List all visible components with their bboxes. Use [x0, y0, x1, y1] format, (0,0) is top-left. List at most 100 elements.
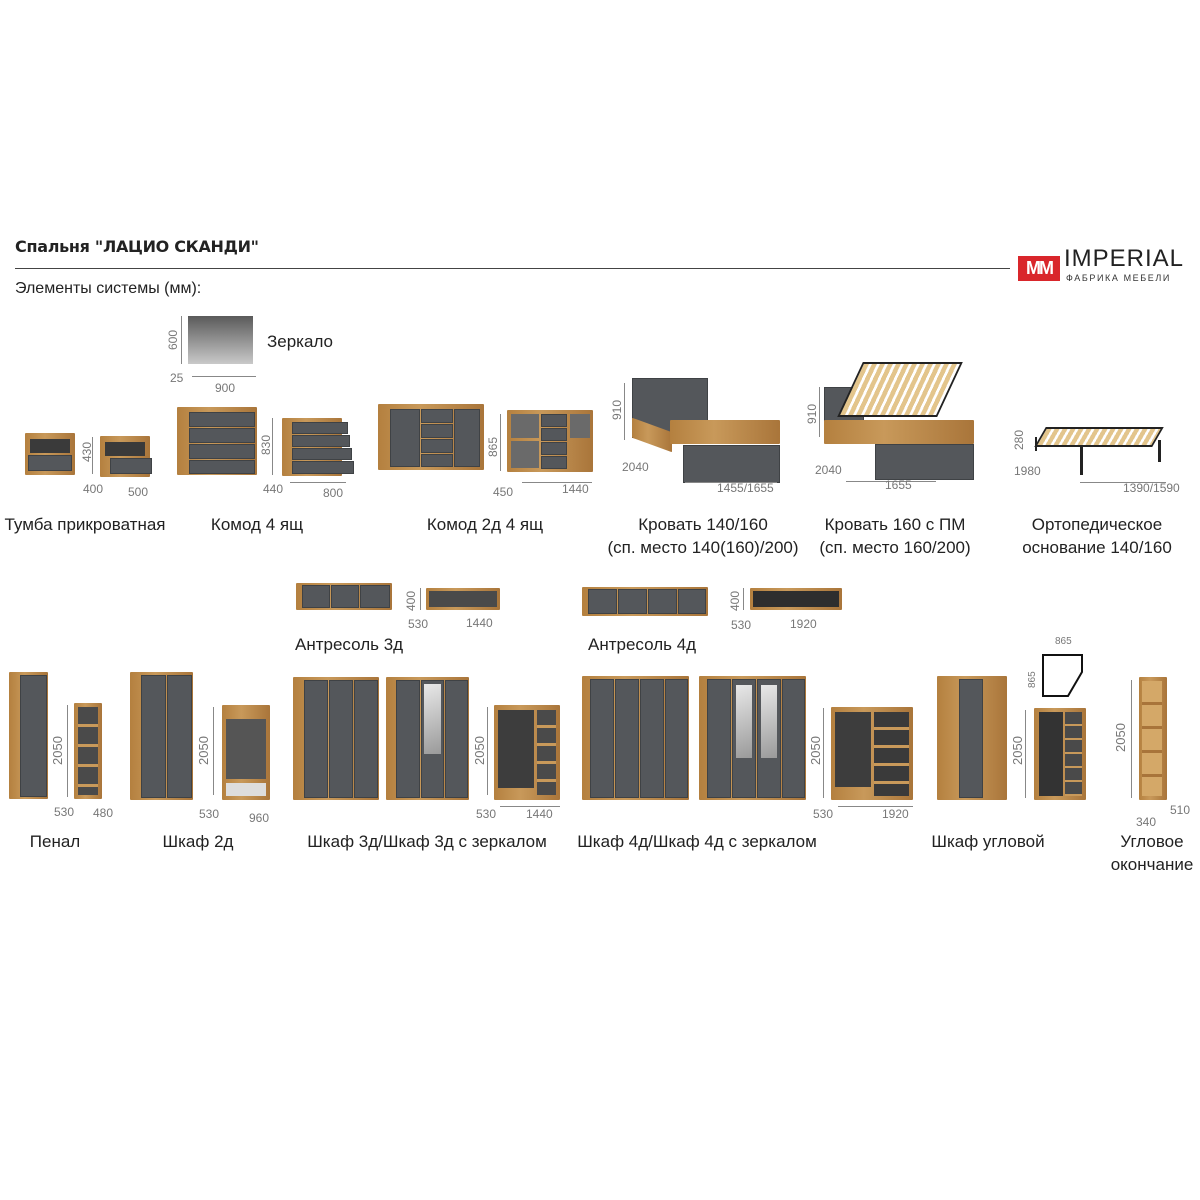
dim-width: 1920 — [790, 617, 817, 631]
dim-height: 910 — [805, 403, 819, 424]
dim-depth: 440 — [263, 482, 284, 496]
dim-width: 480 — [93, 806, 114, 820]
penal-image — [9, 672, 48, 799]
dim-height: 2050 — [50, 736, 65, 765]
wardrobe-open-image — [831, 707, 913, 800]
item-label: Пенал — [29, 832, 81, 851]
corner-end-image — [1139, 677, 1167, 800]
item-label: Комод 4 ящ — [210, 515, 304, 534]
dim-width: 1440 — [526, 807, 553, 821]
dim-depth: 1980 — [1014, 464, 1041, 478]
item-label: Комод 2д 4 ящ — [426, 515, 544, 534]
bed-footboard — [683, 445, 780, 483]
dim-height: 2050 — [472, 736, 487, 765]
dim-height: 400 — [404, 590, 418, 611]
dresser-open-image — [282, 418, 354, 476]
item-label-secondary: окончание — [1110, 855, 1194, 874]
penal-open-image — [74, 703, 102, 799]
dim-depth: 340 — [1136, 815, 1157, 829]
dim-height: 280 — [1012, 429, 1026, 450]
bed-frame-image — [670, 420, 780, 444]
dim-width: 960 — [249, 811, 270, 825]
bed-lift-base — [837, 362, 963, 417]
corner-wardrobe-image — [937, 676, 1007, 800]
dresser-open-image — [507, 410, 593, 472]
item-label: Тумба прикроватная — [4, 515, 166, 534]
item-label: Кровать 160 с ПМ — [824, 515, 966, 534]
dim-height: 830 — [259, 434, 273, 455]
dresser-image — [378, 404, 484, 470]
dim-height: 430 — [80, 441, 94, 462]
brand-logo-mark: MM — [1018, 256, 1060, 281]
dim-plan-width: 865 — [1055, 636, 1072, 647]
item-label: Шкаф 4д/Шкаф 4д с зеркалом — [577, 832, 817, 851]
dim-height: 400 — [728, 590, 742, 611]
dim-depth: 530 — [54, 805, 75, 819]
dim-width: 1920 — [882, 807, 909, 821]
dim-width: 1655 — [885, 478, 912, 492]
nightstand-open-image — [100, 436, 152, 477]
bed-footboard — [875, 444, 974, 480]
dim-height: 2050 — [196, 736, 211, 765]
mirror-image — [188, 316, 253, 364]
dim-depth: 530 — [731, 618, 752, 632]
corner-wardrobe-open-image — [1034, 708, 1086, 800]
header-divider — [15, 268, 1010, 269]
item-label-secondary: (сп. место 140(160)/200) — [607, 538, 799, 557]
dim-height: 910 — [610, 399, 624, 420]
wardrobe-image — [293, 677, 379, 800]
item-label: Антресоль 4д — [588, 635, 697, 654]
brand-name: IMPERIAL — [1064, 245, 1185, 272]
dim-depth: 530 — [476, 807, 497, 821]
item-label: Кровать 140/160 — [638, 515, 768, 534]
mezzanine-open-image — [426, 588, 500, 610]
dim-width: 500 — [128, 485, 149, 499]
item-label: Шкаф 2д — [162, 832, 234, 851]
wardrobe-mirror-image — [386, 677, 469, 800]
dim-depth: 25 — [170, 371, 184, 385]
dim-width: 1440 — [562, 482, 589, 496]
dim-plan-depth: 865 — [1027, 671, 1038, 688]
mezzanine-image — [296, 583, 392, 610]
item-label: Ортопедическое — [1031, 515, 1163, 534]
item-label: Зеркало — [267, 332, 334, 351]
dim-depth: 530 — [199, 807, 220, 821]
dim-width: 1440 — [466, 616, 493, 630]
mezzanine-open-image — [750, 588, 842, 610]
dim-depth: 2040 — [815, 463, 842, 477]
item-label-secondary: основание 140/160 — [1022, 538, 1172, 557]
item-label: Угловое — [1120, 832, 1184, 851]
wardrobe-image — [582, 676, 689, 800]
dim-height: 2050 — [1010, 736, 1025, 765]
dim-width: 510 — [1170, 803, 1191, 817]
corner-plan-icon — [1042, 654, 1083, 697]
dim-height: 2050 — [808, 736, 823, 765]
wardrobe-image — [130, 672, 193, 800]
dim-line — [181, 316, 182, 364]
dim-width: 1455/1655 — [717, 481, 774, 495]
wardrobe-open-image — [222, 705, 270, 800]
dim-depth: 400 — [83, 482, 104, 496]
wardrobe-open-image — [494, 705, 560, 800]
section-subtitle: Элементы системы (мм): — [15, 280, 202, 297]
dim-width: 900 — [215, 381, 236, 395]
mezzanine-image — [582, 587, 708, 616]
item-label: Шкаф 3д/Шкаф 3д с зеркалом — [307, 832, 547, 851]
base-image — [1034, 427, 1164, 447]
dim-depth: 450 — [493, 485, 514, 499]
bed-frame-image — [824, 420, 974, 444]
dim-width: 1390/1590 — [1123, 481, 1180, 495]
dim-line — [192, 376, 256, 377]
dim-height: 2050 — [1113, 723, 1128, 752]
dim-height: 600 — [166, 329, 180, 350]
brand-tagline: ФАБРИКА МЕБЕЛИ — [1066, 273, 1171, 283]
dim-depth: 2040 — [622, 460, 649, 474]
page-title: Спальня "ЛАЦИО СКАНДИ" — [15, 237, 259, 256]
dim-height: 865 — [486, 436, 500, 457]
wardrobe-mirror-image — [699, 676, 806, 800]
item-label-secondary: (сп. место 160/200) — [819, 538, 971, 557]
item-label: Шкаф угловой — [931, 832, 1045, 851]
dresser-image — [177, 407, 257, 475]
dim-depth: 530 — [408, 617, 429, 631]
